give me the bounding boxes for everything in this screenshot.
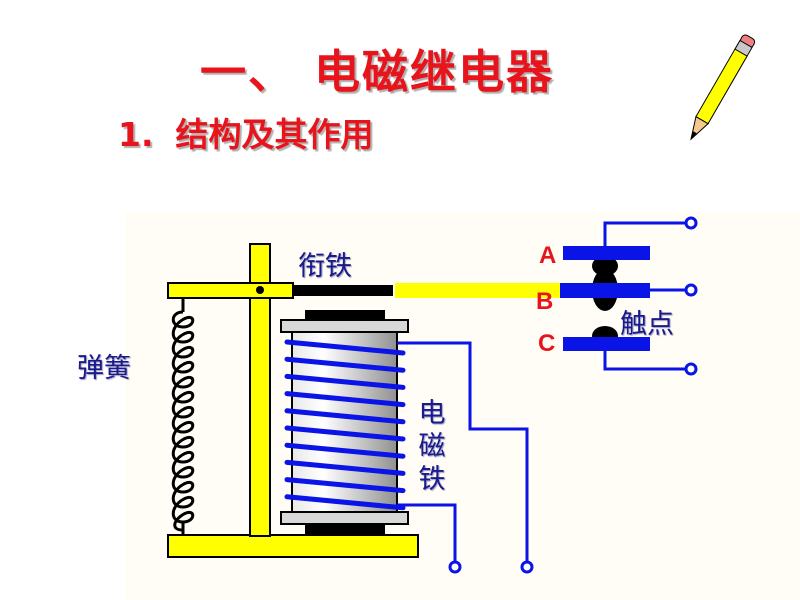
spring-label: 弹簧: [77, 353, 131, 384]
base-plate: [167, 534, 419, 558]
core-bottom-cap: [305, 524, 385, 536]
core-bottom-flange: [280, 511, 409, 525]
section-heading: 1. 结构及其作用: [118, 108, 374, 156]
spring: [171, 298, 195, 535]
contact-a: [563, 246, 650, 260]
contact-a-label: A: [539, 242, 557, 269]
coil-leads: [397, 341, 529, 562]
contact-leads: [603, 221, 687, 371]
armature-arm: [395, 283, 560, 298]
page-title: 一、 电磁继电器: [200, 45, 555, 99]
contact-point-a: [592, 256, 618, 276]
contacts-label: 触点: [620, 309, 674, 340]
electromagnet-label: 电 磁 铁: [416, 397, 448, 496]
coil-turn: [284, 477, 406, 494]
contact-b: [560, 283, 650, 298]
coil-turn: [284, 373, 406, 390]
terminal: [520, 560, 534, 574]
pivot: [256, 286, 264, 294]
electromagnet-label-char: 铁: [418, 464, 446, 495]
electromagnet-label-char: 磁: [418, 431, 446, 462]
terminal: [684, 362, 698, 376]
coil-turn: [284, 408, 406, 425]
core-top-flange: [280, 319, 409, 333]
coil-turn: [284, 339, 406, 356]
coil-turn: [284, 442, 406, 459]
electromagnet-label-char: 电: [418, 398, 446, 429]
armature-bar: [293, 285, 393, 296]
armature-label: 衔铁: [298, 251, 352, 282]
support-post: [249, 243, 271, 537]
terminal: [684, 216, 698, 230]
contact-b-label: B: [536, 288, 554, 315]
armature-lever: [167, 282, 294, 299]
contact-c: [563, 337, 650, 351]
coil-turn: [284, 494, 406, 511]
coil-turn: [284, 425, 406, 442]
coil-turn: [284, 356, 406, 373]
coil-windings: [284, 339, 406, 511]
terminal: [448, 560, 462, 574]
pencil-icon: [690, 34, 756, 141]
coil-turn: [284, 459, 406, 476]
terminal: [684, 283, 698, 297]
contact-c-label: C: [538, 330, 556, 357]
section-number: 1.: [118, 115, 154, 154]
coil-turn: [284, 391, 406, 408]
section-title: 结构及其作用: [175, 115, 374, 154]
